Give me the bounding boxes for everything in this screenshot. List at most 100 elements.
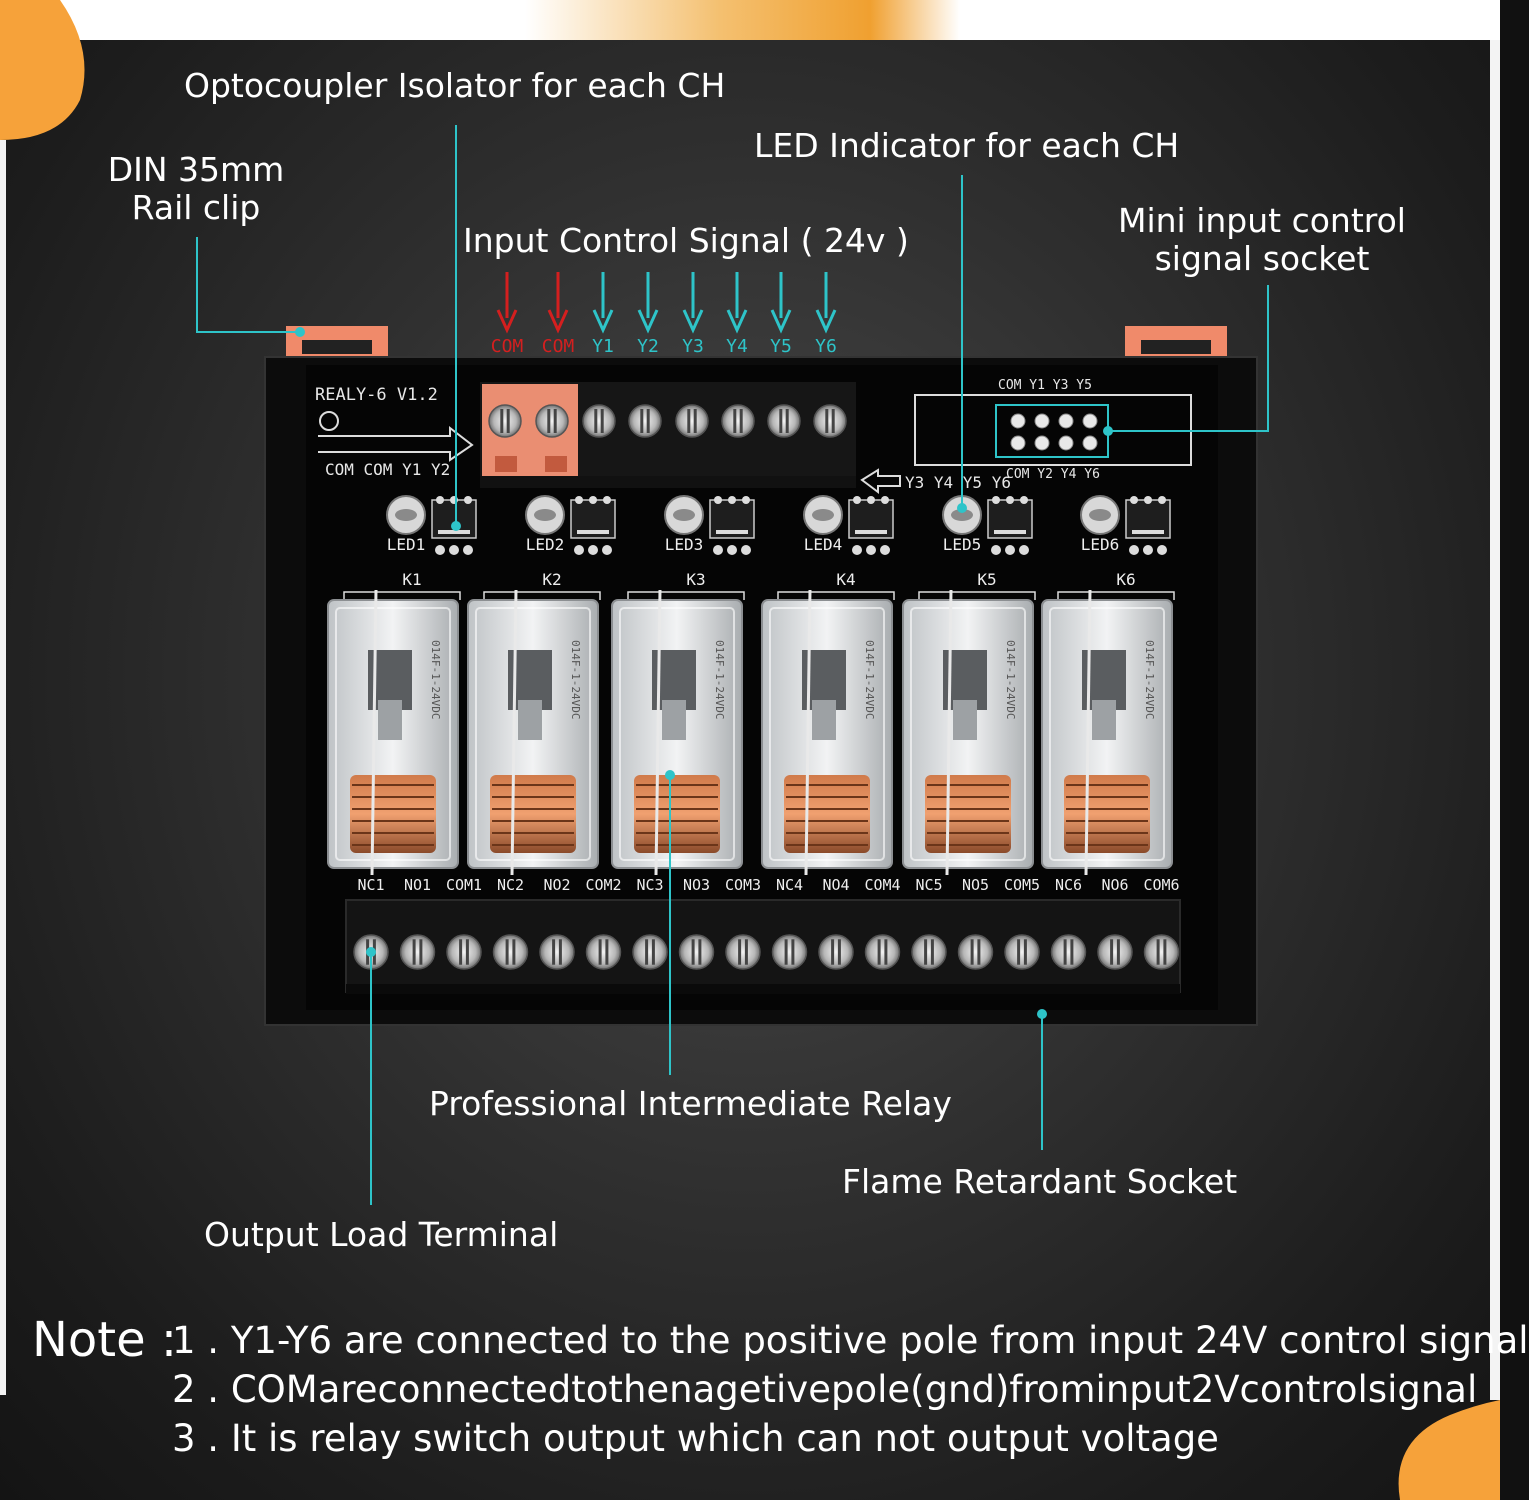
callout-relay: Professional Intermediate Relay <box>429 1084 952 1123</box>
note-line-3: 3 . It is relay switch output which can … <box>172 1417 1219 1460</box>
output-screw-11 <box>818 934 854 970</box>
output-label-8: NO3 <box>683 876 710 894</box>
output-screw-12 <box>864 934 901 970</box>
input-terminal-label-5: Y3 <box>682 336 704 357</box>
relay-2: 014F-1-24VDC <box>467 589 599 876</box>
led-label-3: LED3 <box>665 535 704 554</box>
top-banner <box>0 0 1500 40</box>
output-screw-14 <box>957 934 994 970</box>
relay-label-6: K6 <box>1116 570 1135 589</box>
output-label-7: NC3 <box>636 876 663 894</box>
relay-label-4: K4 <box>836 570 855 589</box>
output-screw-10 <box>771 934 808 970</box>
led-label-5: LED5 <box>943 535 982 554</box>
mini-top-pins: COM Y1 Y3 Y5 <box>998 378 1092 393</box>
led-label-6: LED6 <box>1081 535 1120 554</box>
arrow-head-3 <box>592 309 614 334</box>
mini-pin <box>1058 413 1074 429</box>
input-screw-8 <box>813 404 847 438</box>
output-label-9: COM3 <box>725 876 761 894</box>
output-screw-2 <box>399 934 436 970</box>
input-screw-3 <box>582 404 616 438</box>
output-label-10: NC4 <box>776 876 803 894</box>
input-screw-6 <box>721 404 755 438</box>
board-left-pins: COM COM Y1 Y2 <box>325 460 450 479</box>
callout-output: Output Load Terminal <box>204 1215 559 1254</box>
output-label-4: NC2 <box>497 876 524 894</box>
board-model: REALY-6 V1.2 <box>315 385 438 405</box>
output-screw-18 <box>1143 934 1180 970</box>
relay-model-4: 014F-1-24VDC <box>863 640 876 719</box>
input-screws <box>488 404 847 438</box>
led-label-2: LED2 <box>526 535 565 554</box>
relay-model-6: 014F-1-24VDC <box>1143 640 1156 719</box>
mini-pin <box>1058 435 1074 451</box>
input-terminal-label-8: Y6 <box>815 336 837 357</box>
output-label-14: NO5 <box>962 876 989 894</box>
frame-left-edge <box>0 140 6 1395</box>
mini-pin <box>1010 413 1026 429</box>
relay-label-3: K3 <box>686 570 705 589</box>
relay-4: 014F-1-24VDC <box>761 589 893 876</box>
output-label-18: COM6 <box>1143 876 1179 894</box>
callout-dots <box>295 327 1113 1019</box>
note-line-2: 2 . COMareconnectedtothenagetivepole(gnd… <box>172 1368 1478 1411</box>
output-screw-15 <box>1004 934 1040 970</box>
input-screw-5 <box>675 404 709 438</box>
output-screw-17 <box>1097 934 1133 970</box>
mini-pin <box>1034 435 1050 451</box>
mini-pin <box>1082 435 1098 451</box>
callout-led-indicator: LED Indicator for each CH <box>754 126 1180 165</box>
output-screw-4 <box>492 934 529 970</box>
input-terminal-label-3: Y1 <box>592 336 614 357</box>
orange-corner-bottom-right <box>1398 1400 1500 1500</box>
led-label-4: LED4 <box>804 535 843 554</box>
output-label-5: NO2 <box>543 876 570 894</box>
input-screw-1 <box>488 404 522 438</box>
output-screw-13 <box>911 934 947 970</box>
relay-5: 014F-1-24VDC <box>902 589 1034 876</box>
output-label-6: COM2 <box>585 876 621 894</box>
callout-input-signal: Input Control Signal ( 24v ) <box>463 221 909 260</box>
relay-model-5: 014F-1-24VDC <box>1004 640 1017 719</box>
arrow-head-4 <box>637 309 659 334</box>
relay-label-5: K5 <box>977 570 996 589</box>
callout-optocoupler: Optocoupler Isolator for each CH <box>184 66 726 105</box>
callout-mini-line1: Mini input control <box>1118 201 1406 240</box>
output-screw-8 <box>678 934 715 970</box>
relay-model-1: 014F-1-24VDC <box>429 640 442 719</box>
note-title: Note : <box>32 1312 178 1368</box>
output-label-16: NC6 <box>1055 876 1082 894</box>
output-screw-3 <box>446 934 482 970</box>
input-terminal-label-2: COM <box>542 336 575 357</box>
output-label-11: NO4 <box>822 876 849 894</box>
callout-lines <box>196 125 1269 1205</box>
mini-pin <box>1034 413 1050 429</box>
output-label-17: NO6 <box>1101 876 1128 894</box>
arrow-head-2 <box>547 309 569 334</box>
relay-label-2: K2 <box>542 570 561 589</box>
relay-model-3: 014F-1-24VDC <box>713 640 726 719</box>
output-screw-9 <box>725 934 761 970</box>
relay-1: 014F-1-24VDC <box>327 589 459 876</box>
input-terminal-label-7: Y5 <box>770 336 792 357</box>
mini-pin <box>1010 435 1026 451</box>
relay-3: 014F-1-24VDC <box>611 589 743 876</box>
output-label-15: COM5 <box>1004 876 1040 894</box>
callout-din-line1: DIN 35mm <box>107 150 285 189</box>
arrow-head-8 <box>815 309 837 334</box>
mini-bottom-pins: COM Y2 Y4 Y6 <box>1006 467 1100 482</box>
output-screws <box>353 934 1180 970</box>
frame-right-edge <box>1490 40 1500 1400</box>
input-screw-2 <box>535 404 569 438</box>
input-screw-7 <box>767 404 801 438</box>
